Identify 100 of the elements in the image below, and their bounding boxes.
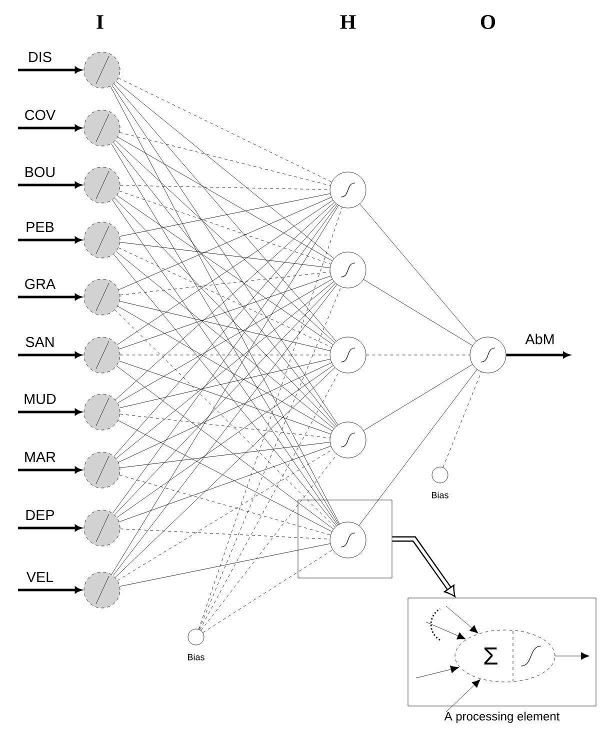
input-neuron (84, 222, 120, 258)
input-label: MAR (25, 452, 56, 462)
connection-line (202, 550, 333, 633)
connection-line (363, 364, 473, 431)
input-label: AbM (525, 334, 554, 344)
connection-line (114, 282, 336, 516)
input-neuron (84, 510, 120, 546)
connection-line (120, 543, 330, 587)
input-arrow (18, 524, 82, 532)
summation-unit: Σ (454, 630, 556, 682)
connection-line (114, 310, 336, 528)
layer-heading: I (96, 15, 104, 29)
input-arrow (18, 66, 82, 74)
connection-line (115, 140, 335, 343)
connection-line (119, 190, 331, 264)
connection-line (118, 78, 332, 182)
input-label: BOU (26, 166, 54, 178)
connection-line (119, 132, 331, 186)
input-arrow (18, 294, 82, 300)
input-label: VEL (26, 572, 54, 582)
arrow (426, 622, 466, 640)
connection-line (113, 254, 337, 526)
connection-line (120, 272, 330, 296)
layer-heading: H (340, 15, 356, 29)
input-arrow (18, 586, 82, 594)
connection-line (358, 369, 478, 526)
connection-line (119, 276, 331, 350)
connection-line (118, 248, 332, 348)
connection-line (120, 354, 330, 356)
input-arrow (18, 466, 82, 474)
input-arrow (18, 182, 82, 188)
input-neuron (84, 52, 120, 88)
connection-line (363, 279, 473, 346)
connection-line (112, 284, 338, 576)
connection-line (442, 372, 482, 468)
layer-heading: O (480, 15, 496, 29)
arrow (446, 606, 478, 634)
connection-line (120, 358, 330, 408)
bias-node: Bias (432, 466, 448, 498)
input-label: SAN (26, 336, 54, 348)
arrow (446, 679, 480, 712)
input-neuron (84, 110, 120, 146)
input-neuron (84, 452, 120, 488)
connection-line (116, 281, 334, 459)
connection-line (113, 142, 337, 426)
node-label: Bias (432, 492, 448, 498)
connection-line (200, 454, 338, 631)
hidden-neuron (330, 422, 366, 458)
input-neuron (84, 166, 120, 204)
connection-line (120, 414, 330, 438)
hidden-neuron (330, 336, 366, 374)
input-arrow (18, 124, 82, 132)
connection-line (118, 278, 332, 404)
output-neuron (470, 336, 506, 374)
arrow (555, 652, 590, 660)
connection-line (116, 251, 334, 429)
hidden-neuron (330, 172, 366, 208)
connection-line (117, 449, 333, 581)
connection-line (200, 370, 340, 630)
input-label: DEP (26, 510, 54, 520)
connection-line (360, 204, 476, 342)
connection-line (116, 81, 334, 259)
node-label: Bias (188, 654, 204, 660)
input-arrow (18, 408, 82, 416)
connection-line (112, 84, 338, 426)
input-arrow (18, 236, 82, 244)
connection-line (120, 185, 330, 190)
connection-line (120, 442, 330, 468)
hidden-neuron (330, 252, 366, 288)
connection-line (119, 474, 331, 536)
input-neuron (84, 336, 120, 374)
connection-line (120, 300, 330, 352)
input-label: DIS (29, 52, 52, 62)
connection-line (118, 362, 332, 462)
connection-line (198, 286, 342, 630)
input-neuron (84, 394, 120, 430)
connection-line (120, 242, 330, 268)
hidden-neuron (330, 522, 366, 558)
connection-line (118, 136, 332, 262)
connection-line (118, 420, 332, 532)
connection-line (119, 360, 331, 434)
input-label: GRA (25, 278, 56, 290)
connection-line (366, 354, 470, 356)
highlight-box (298, 500, 392, 578)
input-neuron (84, 278, 120, 316)
connection-line (114, 84, 336, 342)
connection-line (111, 205, 339, 575)
node-label: A processing element (444, 712, 560, 723)
input-neuron (84, 572, 120, 608)
zoom-arrow (392, 536, 456, 598)
connection-line (118, 197, 332, 290)
output-arrow (506, 352, 570, 358)
input-label: MUD (24, 394, 56, 404)
input-label: COV (25, 110, 56, 120)
connection-line (120, 193, 330, 237)
connection-line (198, 207, 342, 630)
arrow (416, 666, 460, 678)
input-label: PEB (26, 222, 54, 232)
bias-node: Bias (188, 628, 204, 660)
input-arrow (18, 352, 82, 358)
